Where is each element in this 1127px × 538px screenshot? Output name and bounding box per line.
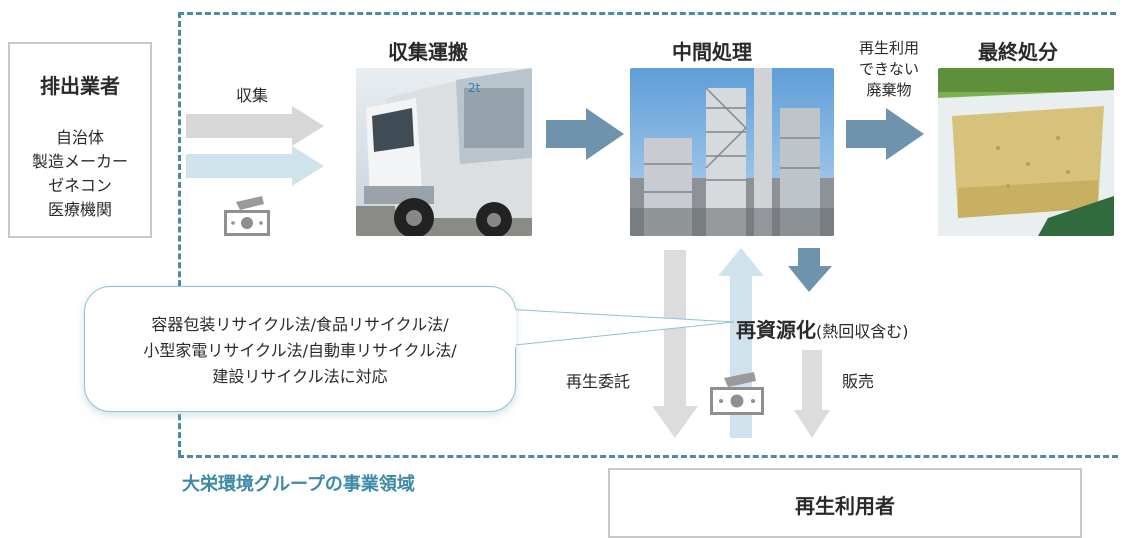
emitter-box: 排出業者 自治体 製造メーカー ゼネコン 医療機関 bbox=[8, 42, 152, 238]
arrow-to-intermediate bbox=[546, 108, 624, 160]
recycled-user-title: 再生利用者 bbox=[795, 494, 895, 518]
arrow-down-consign bbox=[652, 250, 698, 438]
collect-label: 収集 bbox=[236, 86, 269, 105]
plant-photo bbox=[630, 68, 834, 236]
emitter-item: 製造メーカー bbox=[31, 152, 128, 171]
recycle-note: (熱回収含む) bbox=[816, 322, 909, 341]
collect-arrow-gray bbox=[186, 106, 324, 146]
recycle-label: 再資源化(熱回収含む) bbox=[736, 314, 909, 343]
emitter-item: ゼネコン bbox=[48, 176, 112, 195]
recycle-consign-label: 再生委託 bbox=[566, 372, 631, 391]
law-callout: 容器包装リサイクル法/食品リサイクル法/ 小型家電リサイクル法/自動車リサイクル… bbox=[84, 286, 516, 412]
callout-line: 容器包装リサイクル法/食品リサイクル法/ bbox=[151, 315, 449, 334]
money-icon bbox=[710, 372, 764, 415]
domain-boundary bbox=[178, 12, 1116, 456]
arrow-down-sales bbox=[794, 350, 830, 438]
arrow-to-final bbox=[846, 108, 924, 160]
stage-title-final: 最終処分 bbox=[978, 40, 1058, 64]
callout-line: 建設リサイクル法に対応 bbox=[212, 367, 388, 386]
callout-seam bbox=[486, 309, 516, 347]
non-recyclable-line: 再生利用 bbox=[858, 39, 919, 57]
arrow-up-blue bbox=[718, 248, 764, 438]
stage-title-intermediate: 中間処理 bbox=[672, 40, 752, 64]
callout-pointer bbox=[486, 307, 735, 349]
truck-logo-text: 2t bbox=[468, 81, 481, 95]
money-icon bbox=[224, 196, 270, 236]
payment-arrow-blue bbox=[186, 146, 324, 186]
emitter-item: 自治体 bbox=[55, 128, 104, 147]
emitter-title: 排出業者 bbox=[40, 74, 120, 98]
truck-photo: 2t bbox=[356, 68, 532, 236]
non-recyclable-label: 再生利用 できない 廃棄物 bbox=[836, 38, 942, 101]
emitter-item: 医療機関 bbox=[47, 200, 112, 219]
recycle-main: 再資源化 bbox=[736, 318, 816, 342]
non-recyclable-line: 廃棄物 bbox=[866, 81, 912, 99]
sales-label: 販売 bbox=[842, 372, 875, 391]
non-recyclable-line: できない bbox=[858, 60, 919, 78]
stage-title-transport: 収集運搬 bbox=[388, 40, 468, 64]
landfill-photo bbox=[938, 68, 1114, 236]
domain-boundary-bottom bbox=[178, 455, 1118, 458]
callout-line: 小型家電リサイクル法/自動車リサイクル法/ bbox=[143, 341, 457, 360]
domain-label: 大栄環境グループの事業領域 bbox=[182, 474, 415, 495]
arrow-to-recycle bbox=[788, 248, 832, 292]
